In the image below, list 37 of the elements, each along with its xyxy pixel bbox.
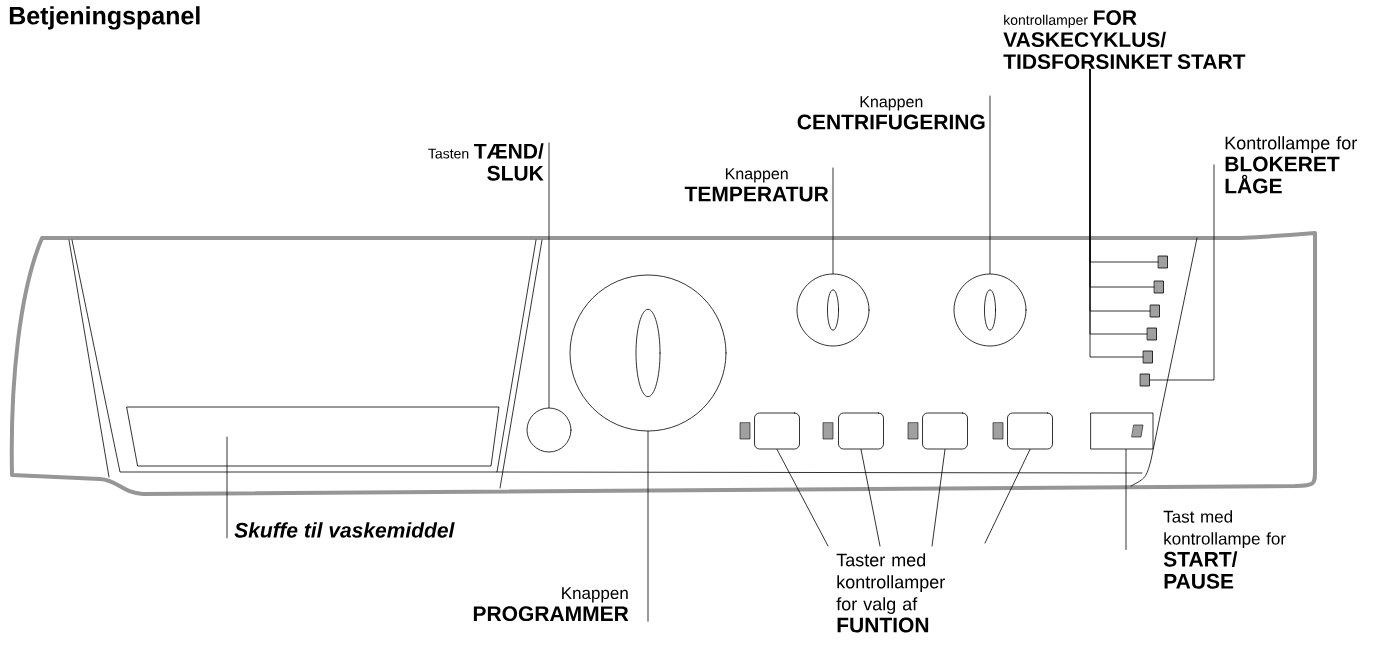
indicator-lamp xyxy=(1158,255,1168,269)
indicator-lamp xyxy=(1150,304,1160,318)
leader-line xyxy=(1125,449,1127,550)
callout-label: Tast med kontrollampe for START/ PAUSE xyxy=(1163,510,1286,589)
knob xyxy=(796,273,870,347)
callout-label: kontrollamper FOR VASKECYKLUS/ TIDSFORSINKET START xyxy=(1003,10,1246,70)
round-button xyxy=(526,407,572,453)
leader-line xyxy=(647,431,649,622)
leader-line xyxy=(860,449,881,547)
title: Betjeningspanel xyxy=(9,6,200,30)
push-button xyxy=(838,412,884,450)
knob xyxy=(569,274,727,432)
leader-line xyxy=(931,449,946,547)
callout-label: Knappen TEMPERATUR xyxy=(684,168,829,202)
callout-label: Skuffe til vaskemiddel xyxy=(234,522,455,538)
indicator-lamp xyxy=(1143,350,1153,364)
push-button xyxy=(1090,412,1154,450)
callout-label: Knappen PROGRAMMER xyxy=(473,587,629,622)
push-button xyxy=(754,412,800,450)
callout-label: Kontrollampe for BLOKERET LÅGE xyxy=(1225,136,1357,194)
indicator-lamp xyxy=(1147,327,1157,341)
push-button xyxy=(1007,412,1053,450)
leader-line xyxy=(989,95,991,274)
leader-line xyxy=(984,449,1031,544)
leader-line xyxy=(548,142,550,408)
leader-line xyxy=(1149,164,1215,381)
leader-line xyxy=(776,449,829,547)
callout-label: Taster med kontrollamper for valg af FUNTION xyxy=(836,553,945,633)
knob xyxy=(953,273,1027,347)
drawer-window xyxy=(126,406,500,467)
indicator-lamp xyxy=(1140,373,1150,387)
leader-line xyxy=(832,167,834,274)
push-button xyxy=(922,412,968,450)
callout-label: Knappen CENTRIFUGERING xyxy=(797,96,985,130)
callout-label: Tasten TÆND/ SLUK xyxy=(428,143,544,181)
leader-line xyxy=(226,436,228,539)
indicator-lamp xyxy=(1154,280,1164,294)
